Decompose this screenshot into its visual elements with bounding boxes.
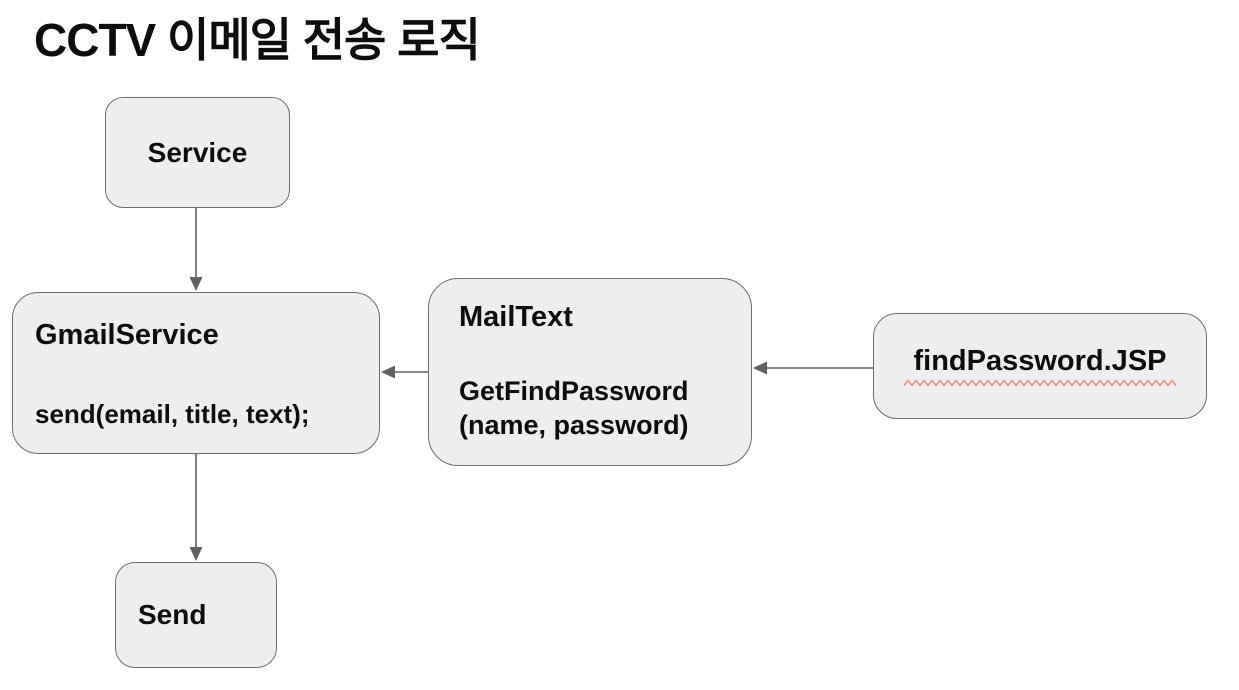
- node-findpasswordjsp-label: findPassword.JSP: [913, 345, 1167, 377]
- node-service-label: Service: [147, 136, 248, 168]
- node-findpasswordjsp[interactable]: findPassword.JSP: [873, 313, 1207, 419]
- node-service[interactable]: Service: [105, 97, 290, 208]
- node-mailtext-code: GetFindPassword (name, password): [459, 374, 741, 442]
- edge-mailtext-to-gmailservice: [381, 365, 428, 379]
- node-mailtext-code-line1: GetFindPassword: [459, 376, 689, 406]
- node-mailtext-code-line2: (name, password): [459, 410, 689, 440]
- edge-gmailservice-to-send: [189, 454, 203, 561]
- node-mailtext[interactable]: MailText GetFindPassword (name, password…: [428, 278, 752, 466]
- node-gmailservice-code: send(email, title, text);: [35, 399, 310, 429]
- edge-findpasswordjsp-to-mailtext: [753, 361, 873, 375]
- spellcheck-squiggle: [904, 379, 1176, 387]
- edge-service-to-gmailservice: [189, 208, 203, 291]
- node-send[interactable]: Send: [115, 562, 277, 668]
- node-gmailservice[interactable]: GmailService send(email, title, text);: [12, 292, 380, 454]
- diagram-title: CCTV 이메일 전송 로직: [34, 14, 481, 66]
- node-mailtext-title: MailText: [459, 301, 573, 333]
- node-gmailservice-title: GmailService: [35, 319, 219, 351]
- node-send-label: Send: [138, 599, 207, 630]
